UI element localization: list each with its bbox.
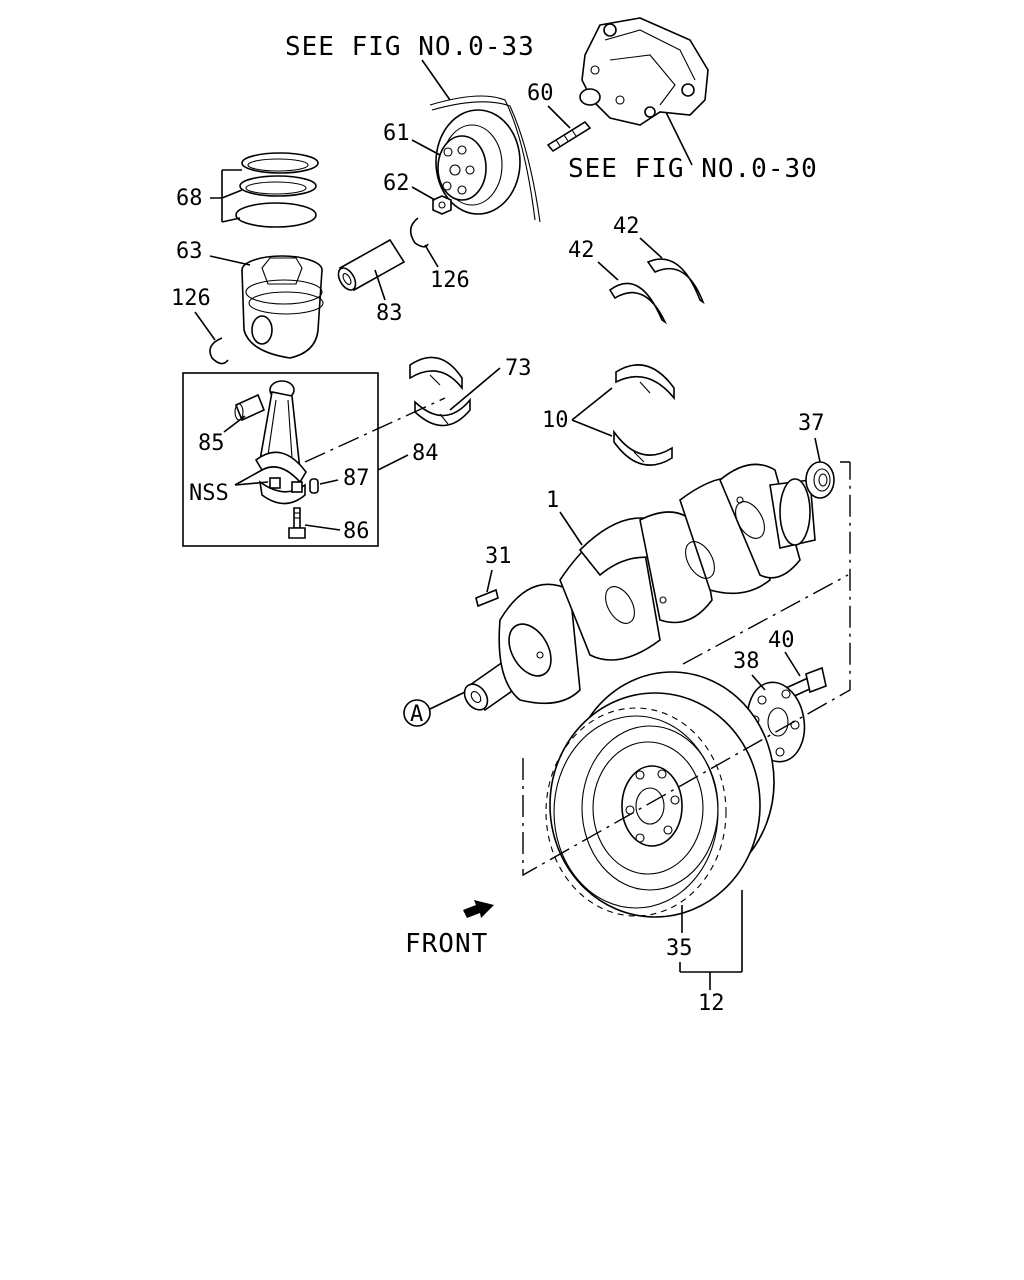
- pilot-bearing-37: [805, 461, 835, 499]
- reference-fig-0-33: SEE FIG NO.0-33: [285, 32, 535, 62]
- dowel-87: [309, 478, 319, 494]
- callout-87: 87: [343, 466, 370, 491]
- crankshaft-1: [463, 463, 816, 712]
- piston-rings-68: [235, 152, 319, 228]
- piston-pin-83: [337, 238, 406, 292]
- water-pump-housing: [579, 17, 709, 126]
- callout-nss: NSS: [189, 481, 229, 506]
- callout-42-upper: 42: [613, 214, 640, 239]
- bushing-85: [234, 393, 266, 422]
- callout-37: 37: [798, 411, 825, 436]
- nut-62: [432, 195, 452, 215]
- stud-60: [546, 120, 592, 153]
- piston-63: [241, 255, 324, 359]
- callout-126-right: 126: [430, 268, 470, 293]
- key-31: [475, 588, 499, 608]
- circle-a-label: A: [410, 702, 423, 727]
- front-direction-label: FRONT: [405, 929, 488, 959]
- front-arrow-icon: [463, 900, 494, 918]
- callout-1: 1: [546, 488, 559, 513]
- flywheel-12: [549, 671, 775, 918]
- callout-85: 85: [198, 431, 225, 456]
- callout-31: 31: [485, 544, 512, 569]
- snap-ring-126-right: [409, 217, 429, 248]
- callout-86: 86: [343, 519, 370, 544]
- callout-60: 60: [527, 81, 554, 106]
- main-bearing-10-lower: [613, 429, 673, 466]
- rod-bearing-73-lower: [414, 397, 471, 427]
- callout-73: 73: [505, 356, 532, 381]
- rod-cap: [258, 477, 306, 505]
- callout-35: 35: [666, 936, 693, 961]
- thrust-washer-42-lower: [608, 282, 667, 325]
- reference-fig-0-30: SEE FIG NO.0-30: [568, 154, 818, 184]
- pulley-61: [435, 109, 521, 215]
- callout-126-left: 126: [171, 286, 211, 311]
- thrust-washer-42-upper: [646, 258, 705, 305]
- callout-63: 63: [176, 239, 203, 264]
- rod-bolt-86: [288, 507, 306, 539]
- reference-circle-a: A: [403, 699, 431, 727]
- callout-68: 68: [176, 186, 203, 211]
- rod-bearing-73-upper: [409, 356, 463, 391]
- callout-61: 61: [383, 121, 410, 146]
- callout-38: 38: [733, 649, 760, 674]
- callout-42-lower: 42: [568, 238, 595, 263]
- snap-ring-126-left: [209, 337, 229, 365]
- connecting-rod-assembly-box: [182, 372, 379, 547]
- main-bearing-10-upper: [615, 364, 675, 401]
- callout-62: 62: [383, 171, 410, 196]
- connecting-rod: [254, 380, 307, 484]
- callout-40: 40: [768, 628, 795, 653]
- callout-84: 84: [412, 441, 439, 466]
- callout-12: 12: [698, 991, 725, 1016]
- ring-gear-35: [545, 707, 727, 917]
- callout-83: 83: [376, 301, 403, 326]
- callout-10: 10: [542, 408, 569, 433]
